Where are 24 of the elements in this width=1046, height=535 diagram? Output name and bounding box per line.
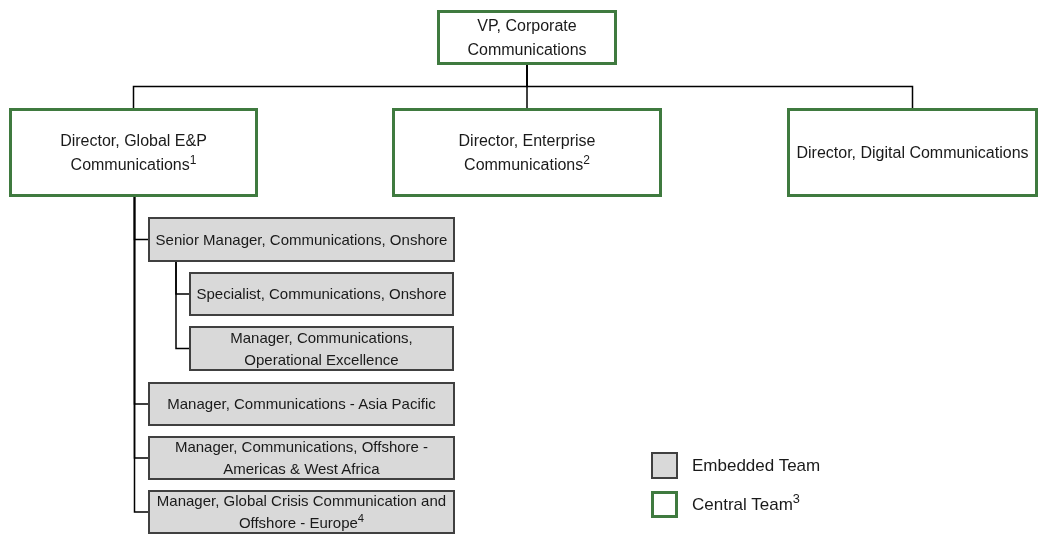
central-team-box [787, 108, 1038, 197]
role-title: VP, Corporate Communications [466, 15, 588, 60]
role-title: Senior Manager, Communications, Onshore [155, 229, 448, 250]
central-team-box [392, 108, 662, 197]
central-team-box [437, 10, 617, 65]
role-title: Manager, Communications, Operational Excellence [229, 327, 414, 370]
role-title: Manager, Global Crisis Communication and Offshore - Europe$^{4}$ [155, 491, 448, 533]
role-title: Manager, Communications, Offshore - Americas & West Africa [173, 437, 430, 479]
role-title: Specialist, Communications, Onshore [196, 284, 447, 304]
embedded-team-box [148, 436, 455, 480]
embedded-team-box [148, 217, 455, 262]
legend-label: Central Team$^{3}$ [692, 491, 800, 516]
connector-line [175, 261, 190, 350]
role-title: Director, Enterprise Communications$^{2}$ [457, 130, 597, 175]
central-team-box [9, 108, 258, 197]
embedded-team-box [189, 272, 454, 316]
legend-label: Embedded Team [692, 454, 821, 477]
role-title: Director, Digital Communications [796, 142, 1029, 163]
connector-line [526, 64, 914, 109]
role-title: Manager, Communications - Asia Pacific [167, 394, 436, 414]
embedded-team-box [189, 326, 454, 371]
embedded-team-box [148, 382, 455, 426]
connector-line [133, 196, 149, 513]
role-title: Director, Global E&P Communications$^{1}$ [59, 130, 208, 175]
